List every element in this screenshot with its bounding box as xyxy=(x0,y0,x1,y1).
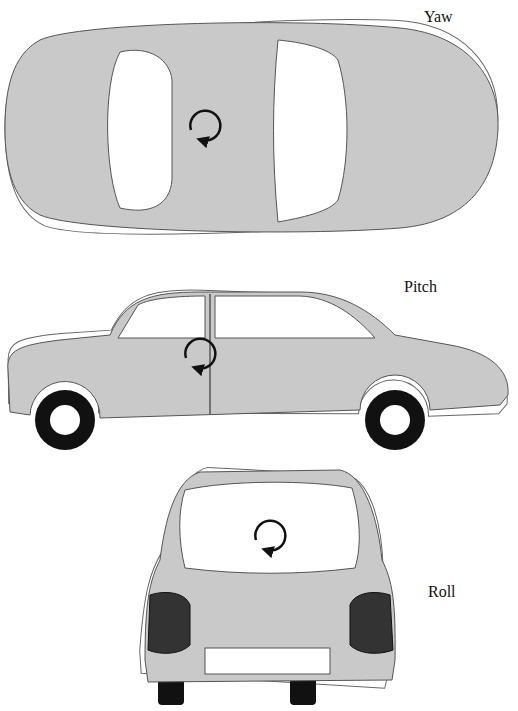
tail-light xyxy=(350,592,393,653)
tire xyxy=(35,390,95,450)
top-view-car xyxy=(0,10,503,245)
view-label: Roll xyxy=(428,583,456,601)
motion-outline xyxy=(0,10,503,245)
license-plate xyxy=(205,648,330,674)
side-window xyxy=(118,296,205,338)
view-label: Yaw xyxy=(424,8,453,26)
view-label: Pitch xyxy=(404,278,437,296)
rotation-arrow xyxy=(190,111,220,141)
car-body xyxy=(145,470,395,682)
tail-light xyxy=(148,592,190,653)
motion-outline xyxy=(138,462,402,691)
side-window xyxy=(215,296,375,338)
door-line xyxy=(209,294,211,414)
rear-view-car xyxy=(138,462,402,705)
rear-window xyxy=(180,482,360,573)
rear-window xyxy=(108,50,172,210)
tire xyxy=(365,390,425,450)
side-view-car xyxy=(6,284,510,450)
rotation-arrow xyxy=(185,339,215,369)
hub xyxy=(50,405,80,435)
rotation-arrow xyxy=(255,521,285,551)
car-body xyxy=(5,23,498,232)
windshield xyxy=(274,40,348,222)
hub xyxy=(380,405,410,435)
